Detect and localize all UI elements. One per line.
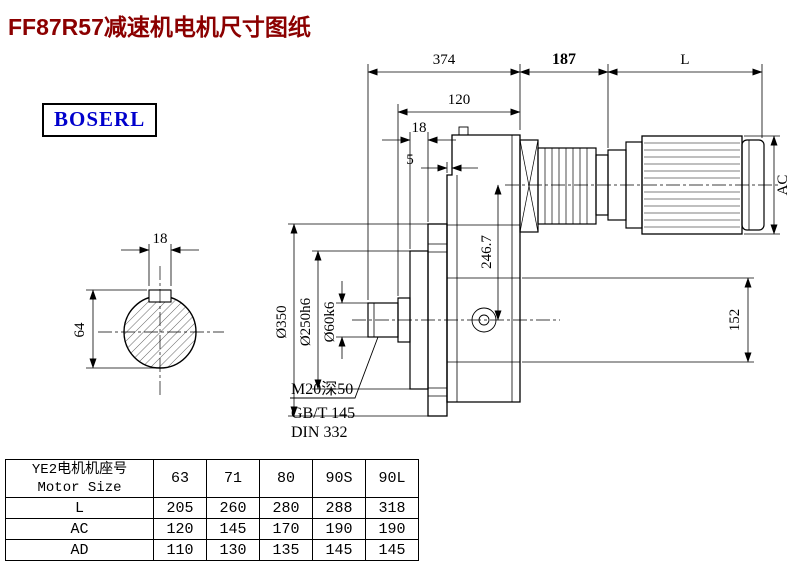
table-cell: 205 <box>153 497 207 519</box>
table-col-63: 63 <box>153 459 207 498</box>
dim-AC-label: AC <box>775 175 791 196</box>
gearbox-main-view <box>288 64 780 417</box>
dim-key-width-label: 18 <box>153 231 168 247</box>
table-cell: 135 <box>259 539 313 561</box>
table-header-cn: YE2电机机座号 <box>31 461 128 478</box>
table-col-90s: 90S <box>312 459 366 498</box>
note-gbt: GB/T 145 <box>291 405 355 422</box>
note-leader-line <box>290 336 379 399</box>
table-cell: 280 <box>259 497 313 519</box>
row-label-AC: AC <box>5 518 154 540</box>
table-cell: 318 <box>365 497 419 519</box>
dim-key-height <box>86 289 156 369</box>
table-cell: 260 <box>206 497 260 519</box>
table-row-AC: AC 120 145 170 190 190 <box>5 518 419 540</box>
note-thread: M20深50 <box>291 380 353 398</box>
note-din: DIN 332 <box>291 424 347 441</box>
table-cell: 288 <box>312 497 366 519</box>
dim-187-label: 187 <box>552 51 576 68</box>
dim-246-label: 246.7 <box>479 235 495 269</box>
page-title: FF87R57减速机电机尺寸图纸 <box>8 14 311 40</box>
motor-fins <box>644 142 740 228</box>
dim-152-label: 152 <box>727 309 743 332</box>
table-col-80: 80 <box>259 459 313 498</box>
dim-d250-label: Ø250h6 <box>298 297 314 346</box>
dim-18-top-label: 18 <box>412 120 427 136</box>
table-header-en: Motor Size <box>37 479 122 496</box>
table-header-motor-size: YE2电机机座号 Motor Size <box>5 459 154 498</box>
dim-diameter-group <box>288 223 428 417</box>
table-cell: 170 <box>259 518 313 540</box>
dim-key-width <box>121 244 199 286</box>
table-col-71: 71 <box>206 459 260 498</box>
table-cell: 145 <box>206 518 260 540</box>
dim-d350-label: Ø350 <box>274 305 290 338</box>
table-row-L: L 205 260 280 288 318 <box>5 497 419 519</box>
shaft-section-view <box>86 244 224 398</box>
dim-L-label: L <box>680 52 689 68</box>
gear-housing <box>446 134 521 403</box>
table-header-row: YE2电机机座号 Motor Size 63 71 80 90S 90L <box>5 459 419 498</box>
table-cell: 120 <box>153 518 207 540</box>
dim-120-label: 120 <box>448 92 471 108</box>
table-cell: 145 <box>312 539 366 561</box>
dim-right-group <box>522 135 780 363</box>
dimension-drawing: 18 64 <box>72 51 791 441</box>
table-col-90l: 90L <box>365 459 419 498</box>
row-label-AD: AD <box>5 539 154 561</box>
motor-size-table: YE2电机机座号 Motor Size 63 71 80 90S 90L L 2… <box>5 459 419 561</box>
table-cell: 145 <box>365 539 419 561</box>
table-cell: 130 <box>206 539 260 561</box>
row-label-L: L <box>5 497 154 519</box>
housing-eyebolt <box>458 126 469 136</box>
dim-374-label: 374 <box>433 52 456 68</box>
dim-key-height-label: 64 <box>72 322 88 338</box>
brand-logo: BOSERL <box>42 103 158 137</box>
brand-text: BOSERL <box>54 107 146 131</box>
table-row-AD: AD 110 130 135 145 145 <box>5 539 419 561</box>
table-cell: 190 <box>365 518 419 540</box>
dim-d60-label: Ø60k6 <box>322 301 338 342</box>
table-cell: 110 <box>153 539 207 561</box>
table-cell: 190 <box>312 518 366 540</box>
dim-top-group <box>367 64 763 300</box>
dim-5-label: 5 <box>406 152 414 168</box>
